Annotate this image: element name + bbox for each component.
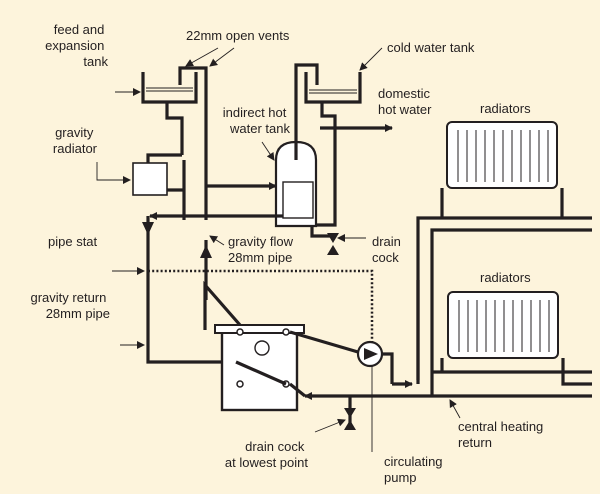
gravity-radiator-line-1: gravity: [55, 125, 94, 140]
circulating-pump: [356, 340, 384, 368]
gravity-return-label: gravity return 28mm pipe: [31, 290, 111, 321]
drain-cock-lowest-valve: [344, 408, 356, 430]
gravity-flow-line-2: 28mm pipe: [228, 250, 292, 265]
domestic-line-2: hot water: [378, 102, 432, 117]
cold-tank-label: cold water tank: [387, 40, 475, 55]
indirect-tank-label: indirect hot water tank: [223, 105, 291, 136]
indirect-line-2: water tank: [229, 121, 290, 136]
primary-circuit-pipes: [149, 182, 334, 238]
domestic-line-1: domestic: [378, 86, 431, 101]
feed-tank-line-1: feed and: [54, 22, 105, 37]
radiator-top: [440, 121, 564, 218]
drain-cock-label: drain cock: [372, 234, 405, 265]
drain-lowest-line-2: at lowest point: [225, 455, 308, 470]
return-to-boiler: [289, 382, 306, 398]
central-heating-risers: [416, 216, 592, 396]
pipe-stat-wire: [148, 269, 374, 344]
boiler: [214, 324, 305, 412]
circulating-line-2: pump: [384, 470, 417, 485]
cold-water-tank: [294, 63, 362, 227]
drain-cock-line-2: cock: [372, 250, 399, 265]
domestic-hot-water-label: domestic hot water: [378, 86, 434, 117]
pump-flow-pipe: [289, 330, 359, 354]
central-return-label: central heating return: [458, 419, 547, 450]
drain-lowest-label: drain cock at lowest point: [225, 439, 308, 470]
drain-cock-valve: [327, 233, 339, 255]
gravity-return-arrow: [142, 222, 154, 235]
open-vents-label: 22mm open vents: [186, 28, 290, 43]
central-return-line-2: return: [458, 435, 492, 450]
radiators-top-label: radiators: [480, 101, 531, 116]
radiators-bottom-label: radiators: [480, 270, 531, 285]
gravity-radiator-label: gravity radiator: [53, 125, 98, 156]
pipe-stat-label: pipe stat: [48, 234, 98, 249]
gravity-flow-line-1: gravity flow: [228, 234, 294, 249]
gravity-return-line-2: 28mm pipe: [46, 306, 110, 321]
feed-expansion-tank: [141, 72, 198, 104]
gravity-return-pipe: [146, 216, 236, 364]
gravity-return-line-1: gravity return: [31, 290, 107, 305]
circulating-line-1: circulating: [384, 454, 443, 469]
feed-tank-line-3: tank: [83, 54, 108, 69]
indirect-line-1: indirect hot: [223, 105, 287, 120]
drain-lowest-line-1: drain cock: [245, 439, 305, 454]
feed-tank-line-2: expansion: [45, 38, 104, 53]
radiator-bottom: [432, 291, 592, 386]
central-return-line-1: central heating: [458, 419, 543, 434]
indirect-hot-water-tank: [274, 140, 318, 228]
pump-outlet-pipe: [380, 352, 394, 384]
label-pointers: [96, 47, 461, 452]
drain-cock-line-1: drain: [372, 234, 401, 249]
gravity-flow-label: gravity flow 28mm pipe: [228, 234, 297, 265]
gravity-radiator-line-2: radiator: [53, 141, 98, 156]
circulating-pump-label: circulating pump: [384, 454, 446, 485]
gravity-radiator: [132, 153, 184, 196]
feed-tank-label: feed and expansion tank: [45, 22, 108, 69]
gravity-flow-arrow: [200, 245, 212, 258]
